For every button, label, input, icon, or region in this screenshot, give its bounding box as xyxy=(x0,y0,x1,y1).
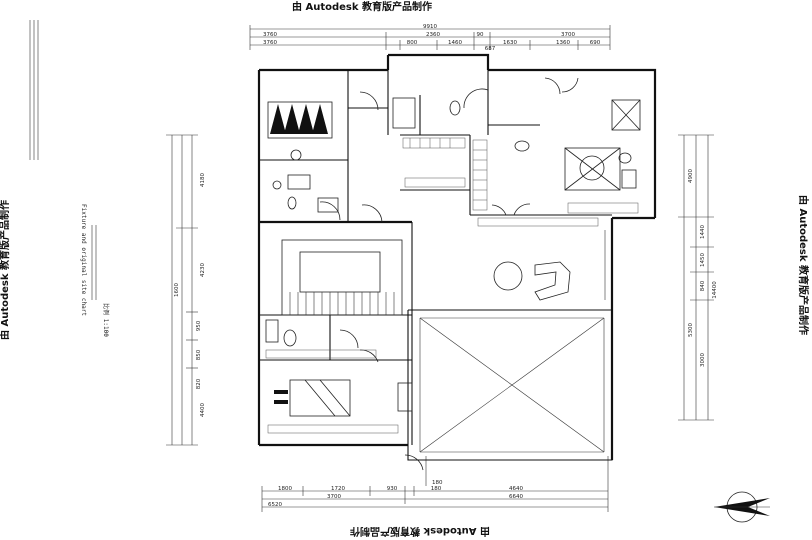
north-arrow-icon xyxy=(714,491,770,523)
dim-right-a2: 5300 xyxy=(688,323,694,337)
left-dimensions xyxy=(166,134,198,446)
dim-bottom-180a: 180 xyxy=(432,480,443,486)
dim-bottom-a1: 1800 xyxy=(278,486,292,492)
watermark-left: 由 Autodesk 教育版产品制作 xyxy=(0,200,11,340)
dim-top-b1: 3760 xyxy=(263,40,277,46)
watermark-top: 由 Autodesk 教育版产品制作 xyxy=(292,0,432,13)
center-cabinets xyxy=(402,137,488,211)
staircase xyxy=(281,239,403,316)
dim-left-b3: 820 xyxy=(196,378,202,389)
dim-right-total: 14400 xyxy=(712,281,718,299)
dim-bottom-total: 6520 xyxy=(268,502,282,508)
dim-top-b5: 1360 xyxy=(556,40,570,46)
dim-bottom-a3: 930 xyxy=(387,486,398,492)
dim-right-b3: 840 xyxy=(700,280,706,291)
dim-bottom-b2: 6640 xyxy=(509,494,523,500)
dim-top-b2: 800 xyxy=(407,40,418,46)
master-bedroom-furniture xyxy=(477,99,641,227)
bottom-dimensions xyxy=(261,456,609,512)
dim-left-b2: 850 xyxy=(196,349,202,360)
dim-top-a2: 2360 xyxy=(426,32,440,38)
terrace xyxy=(419,317,605,453)
top-dimensions xyxy=(249,25,611,50)
lower-bedroom-furniture xyxy=(267,379,413,434)
wardrobe xyxy=(267,101,333,139)
dim-right-b1: 1440 xyxy=(700,225,706,239)
scale-note: 比例 1:100 xyxy=(102,303,110,337)
dim-top-b6: 690 xyxy=(590,40,601,46)
vertical-note-column xyxy=(29,20,39,160)
dim-top-b4: 1630 xyxy=(503,40,517,46)
lower-bathroom-fixtures xyxy=(265,319,377,359)
english-title: Fixture and original site chart xyxy=(80,204,87,316)
outer-walls xyxy=(257,53,657,461)
dim-top-b3: 1460 xyxy=(448,40,462,46)
dim-left-a1: 4180 xyxy=(200,173,206,187)
right-dimensions xyxy=(678,134,714,421)
dim-right-b4: 3000 xyxy=(700,353,706,367)
dim-bottom-a5: 4640 xyxy=(509,486,523,492)
dim-left-total: 1600 xyxy=(174,283,180,297)
family-room-furniture xyxy=(493,230,606,301)
dim-bottom-a2: 1720 xyxy=(331,486,345,492)
dim-top-a3: 90 xyxy=(477,32,484,38)
door-swings xyxy=(319,77,579,471)
dim-left-b1: 950 xyxy=(196,320,202,331)
dim-top-a4: 3700 xyxy=(561,32,575,38)
watermark-right: 由 Autodesk 教育版产品制作 xyxy=(797,195,810,335)
dim-top-sub: 687 xyxy=(485,46,496,52)
watermark-bottom: 由 Autodesk 教育版产品制作 xyxy=(350,525,490,538)
dim-top-a1: 3760 xyxy=(263,32,277,38)
dim-right-b2: 1450 xyxy=(700,253,706,267)
dim-left-b4: 4400 xyxy=(200,403,206,417)
dim-bottom-a4: 180 xyxy=(431,486,442,492)
dim-right-a1: 4900 xyxy=(688,169,694,183)
title-text-block xyxy=(91,225,97,300)
dim-bottom-b1: 3700 xyxy=(327,494,341,500)
dim-top-total: 9910 xyxy=(423,24,437,30)
dim-left-a2: 4230 xyxy=(200,263,206,277)
bathroom-fixtures-left xyxy=(272,97,461,213)
